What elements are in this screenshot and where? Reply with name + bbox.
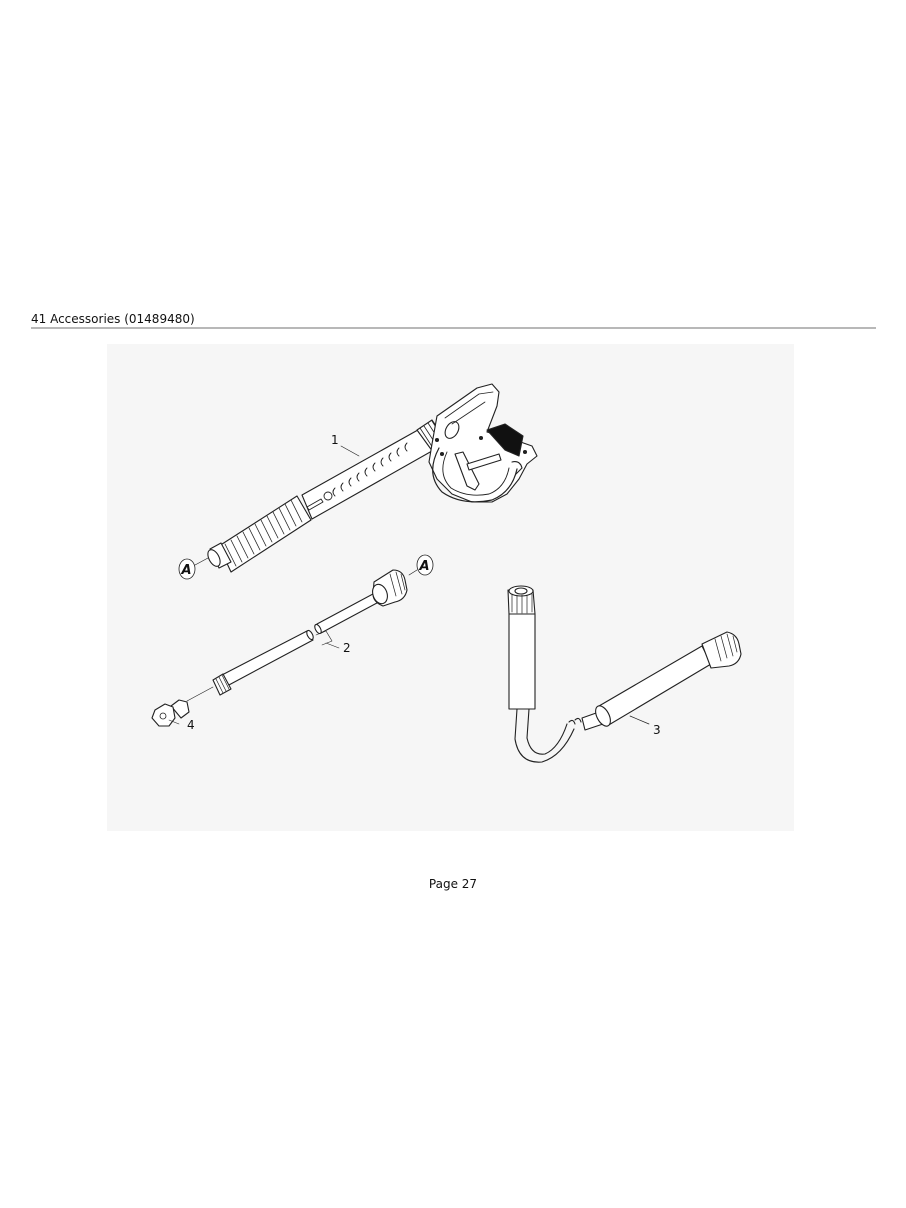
- callout-3-leader: [629, 715, 650, 725]
- svg-text:A: A: [419, 559, 430, 574]
- section-divider: [31, 327, 876, 329]
- nozzle-drawing: [151, 686, 214, 727]
- callout-4-label: 4: [187, 718, 195, 732]
- section-header: 41 Accessories (01489480): [31, 312, 876, 329]
- page-number: Page 27: [428, 877, 478, 891]
- angled-lance-drawing: [507, 585, 742, 763]
- section-title: 41 Accessories (01489480): [31, 312, 195, 326]
- connection-marker-a-right: A: [408, 554, 434, 576]
- trigger-gun-drawing: [207, 383, 538, 573]
- callout-2-label: 2: [343, 641, 351, 655]
- callout-3-label: 3: [653, 723, 661, 737]
- spray-lance-drawing: [212, 569, 408, 696]
- callout-1-label: 1: [331, 433, 339, 447]
- parts-figure: 1 A 2: [107, 344, 794, 831]
- connection-marker-a-left: A: [178, 557, 209, 580]
- svg-text:A: A: [181, 563, 192, 578]
- callout-1-leader: [340, 445, 360, 457]
